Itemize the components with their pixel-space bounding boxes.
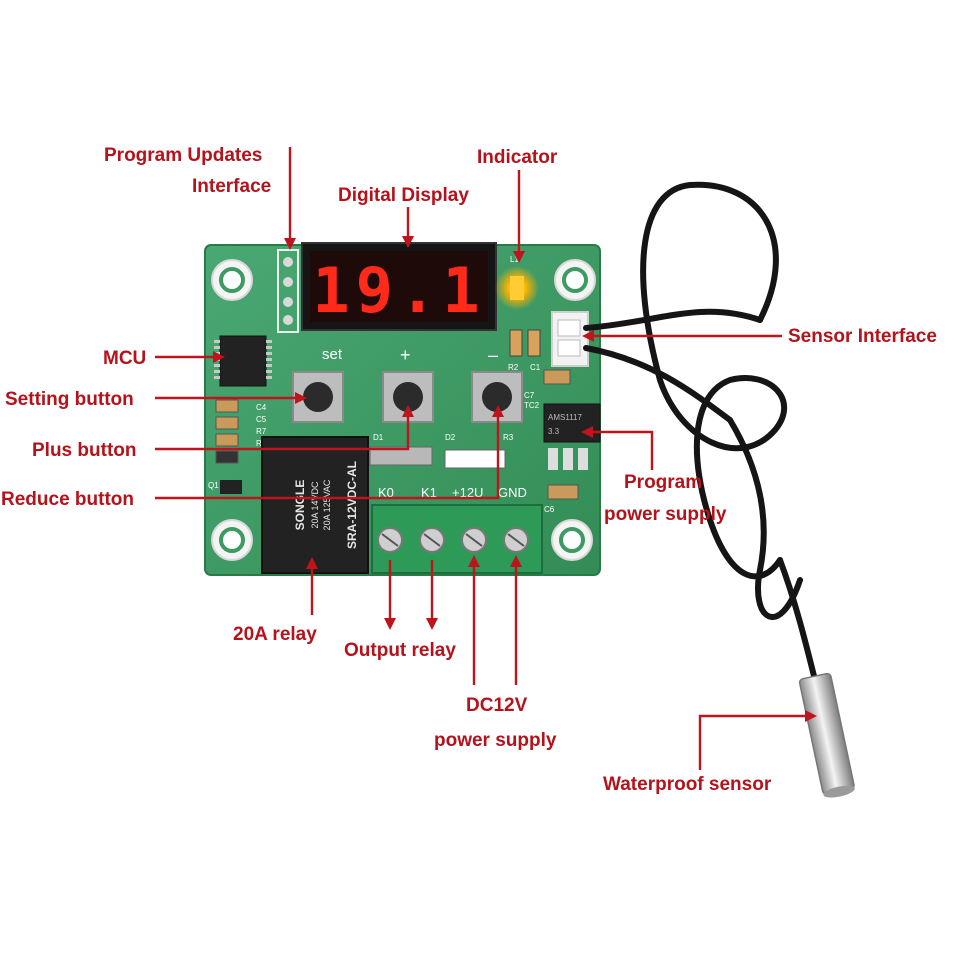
silk-d2: D2: [445, 433, 456, 442]
label-dc12v: DC12V: [466, 695, 528, 716]
silk-plus-label: +: [400, 345, 411, 365]
label-digital-display: Digital Display: [338, 185, 469, 206]
label-indicator: Indicator: [477, 147, 558, 168]
label-program: Program: [624, 472, 702, 493]
silk-c7: C7: [524, 391, 535, 400]
label-setting-button: Setting button: [5, 389, 134, 410]
terminal-screw-k1[interactable]: [419, 527, 445, 553]
label-mcu: MCU: [103, 348, 146, 369]
callout-labels: Program Updates Interface Digital Displa…: [1, 145, 937, 795]
silk-minus-label: –: [488, 345, 498, 365]
label-power-supply: power supply: [604, 504, 727, 525]
leader-lines: [155, 147, 817, 770]
silk-r3: R3: [503, 433, 514, 442]
terminal-screw-gnd[interactable]: [503, 527, 529, 553]
mounting-hole-top-left: [211, 259, 253, 301]
digital-display: 19.1: [301, 242, 497, 331]
terminal-label-12v: +12U: [452, 485, 483, 500]
silk-r2: R2: [508, 363, 519, 372]
label-reduce-button: Reduce button: [1, 489, 134, 510]
mounting-hole-top-right: [554, 259, 596, 301]
label-output-relay: Output relay: [344, 640, 456, 661]
program-update-header: [277, 249, 299, 333]
terminal-label-k0: K0: [378, 485, 394, 500]
passive-r2-c1: R2 C1: [508, 329, 541, 372]
silk-c6: C6: [544, 505, 555, 514]
mounting-hole-bottom-right: [551, 519, 593, 561]
terminal-screw-12v[interactable]: [461, 527, 487, 553]
terminal-labels: K0 K1 +12U GND: [378, 485, 527, 500]
indicator-led: L1: [495, 255, 539, 310]
silk-r7: R7: [256, 427, 267, 436]
mounting-hole-bottom-left: [211, 519, 253, 561]
terminal-label-k1: K1: [421, 485, 437, 500]
sensor-connector: [551, 311, 589, 367]
regulator-text-1: AMS1117: [548, 413, 582, 422]
silk-tc2: TC2: [524, 401, 540, 410]
display-digits: 19.1: [312, 254, 485, 327]
relay-rating-1: 20A 14VDC: [310, 481, 320, 529]
sensor-cable: [583, 181, 818, 683]
silk-q1: Q1: [208, 481, 219, 490]
relay: SONGLE 20A 14VDC 20A 125VAC SRA-12VDC-AL: [261, 436, 369, 574]
silk-l1: L1: [510, 255, 519, 264]
silk-c4: C4: [256, 403, 267, 412]
label-dc-power-supply: power supply: [434, 730, 557, 751]
label-waterproof-sensor: Waterproof sensor: [603, 774, 772, 795]
silk-c1: C1: [530, 363, 541, 372]
diodes: D1 D2 R3: [369, 433, 514, 469]
label-plus-button: Plus button: [32, 440, 136, 461]
label-program-updates: Program Updates: [104, 145, 262, 166]
label-interface: Interface: [192, 176, 271, 197]
pcb-board: 19.1 L1 R2 C1: [204, 242, 601, 576]
label-20a-relay: 20A relay: [233, 624, 317, 645]
terminal-label-gnd: GND: [498, 485, 527, 500]
label-sensor-interface: Sensor Interface: [788, 326, 937, 347]
relay-rating-2: 20A 125VAC: [322, 479, 332, 530]
waterproof-sensor-probe: [798, 672, 855, 798]
mcu-chip: [214, 335, 272, 387]
regulator-text-2: 3.3: [548, 427, 560, 436]
silk-set-label: set: [322, 346, 343, 363]
relay-brand: SONGLE: [293, 480, 307, 531]
relay-model: SRA-12VDC-AL: [345, 461, 359, 549]
silk-d1: D1: [373, 433, 384, 442]
silk-c5: C5: [256, 415, 267, 424]
terminal-screw-k0[interactable]: [377, 527, 403, 553]
